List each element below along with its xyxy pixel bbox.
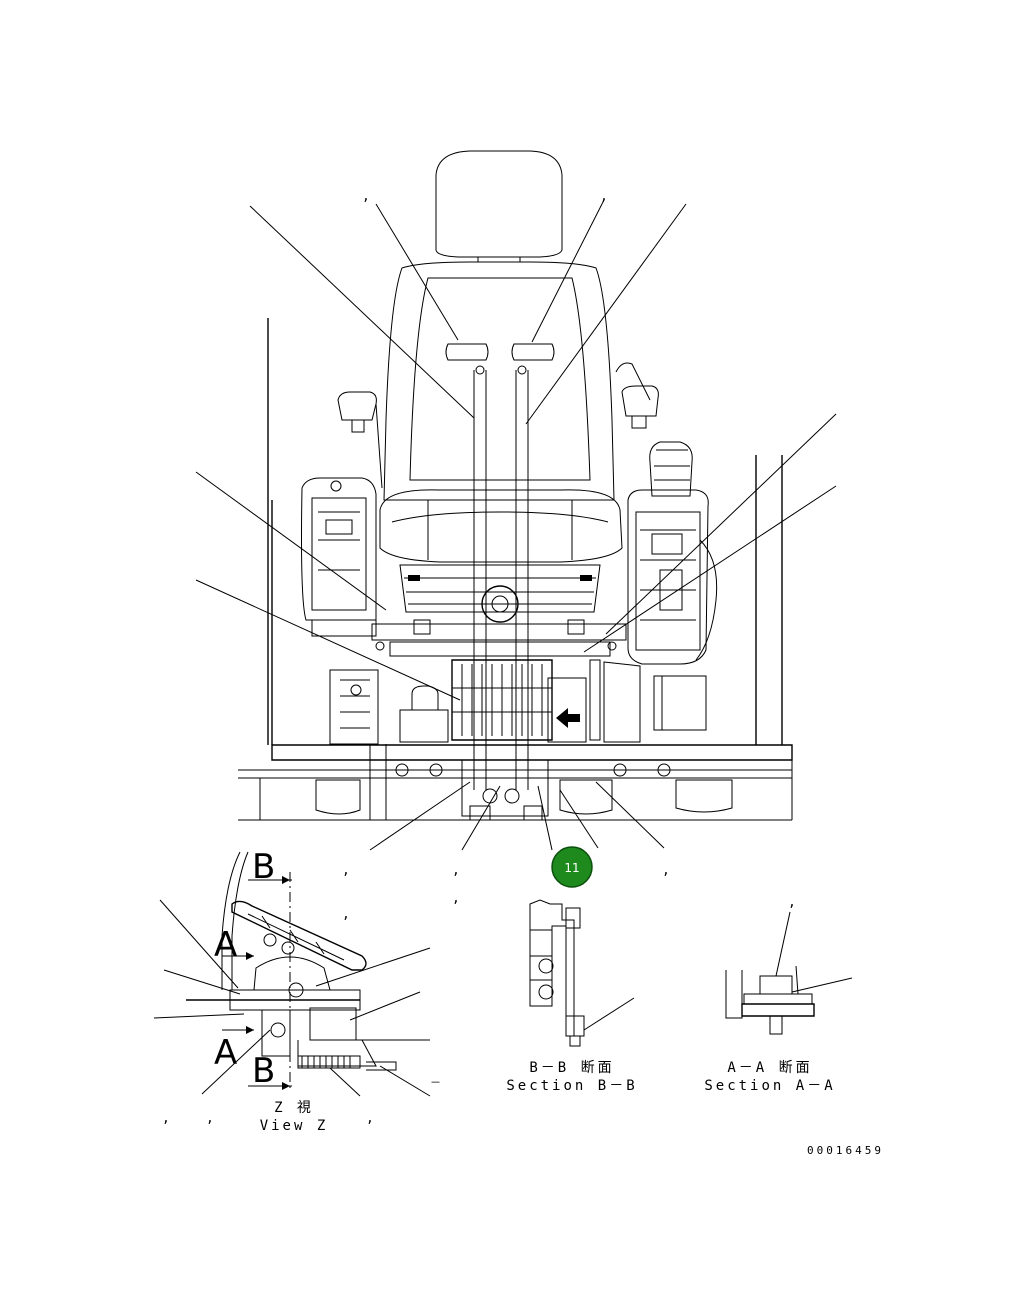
cab-frame [238, 318, 793, 821]
svg-text:－: － [430, 1076, 444, 1089]
svg-text:,: , [342, 863, 350, 878]
view-z-pedal: B A A B － [153, 847, 444, 1097]
callout-badge-label: 11 [564, 861, 579, 875]
callout-badge-11[interactable]: 11 [551, 846, 593, 888]
section-b-b [529, 899, 635, 1047]
section-a-label-jp: A－A 断面 [727, 1060, 812, 1076]
drawing-number: 00016459 [807, 1144, 884, 1157]
svg-text:B: B [252, 1051, 275, 1091]
right-console [615, 362, 718, 665]
svg-text:,: , [206, 1111, 214, 1126]
svg-text:,: , [366, 1111, 374, 1126]
section-b-label-en: Section B－B [506, 1078, 637, 1094]
separator-marks: , , , , , , , , , , , [162, 189, 796, 1126]
section-b-label-jp: B－B 断面 [529, 1060, 614, 1076]
svg-text:,: , [362, 189, 370, 204]
callout-badge-circle [551, 846, 593, 888]
view-z-label-en: View Z [260, 1118, 329, 1134]
view-labels: Z 視 View Z B－B 断面 Section B－B A－A 断面 Sec… [260, 1060, 835, 1134]
svg-text:B: B [252, 847, 275, 887]
svg-text:,: , [600, 189, 608, 204]
svg-text:,: , [342, 907, 350, 922]
section-a-label-en: Section A－A [704, 1078, 835, 1094]
view-z-label-jp: Z 視 [274, 1100, 314, 1116]
svg-text:A: A [214, 1033, 237, 1073]
leader-lines [195, 199, 837, 851]
svg-text:,: , [788, 895, 796, 910]
left-console [301, 391, 383, 637]
svg-text:,: , [662, 863, 670, 878]
operator-seat [379, 150, 623, 790]
section-a-a [725, 911, 853, 1035]
svg-text:A: A [214, 925, 237, 965]
svg-text:,: , [162, 1111, 170, 1126]
svg-text:,: , [452, 891, 460, 906]
seat-mount-mechanism [315, 619, 733, 821]
svg-text:,: , [452, 863, 460, 878]
